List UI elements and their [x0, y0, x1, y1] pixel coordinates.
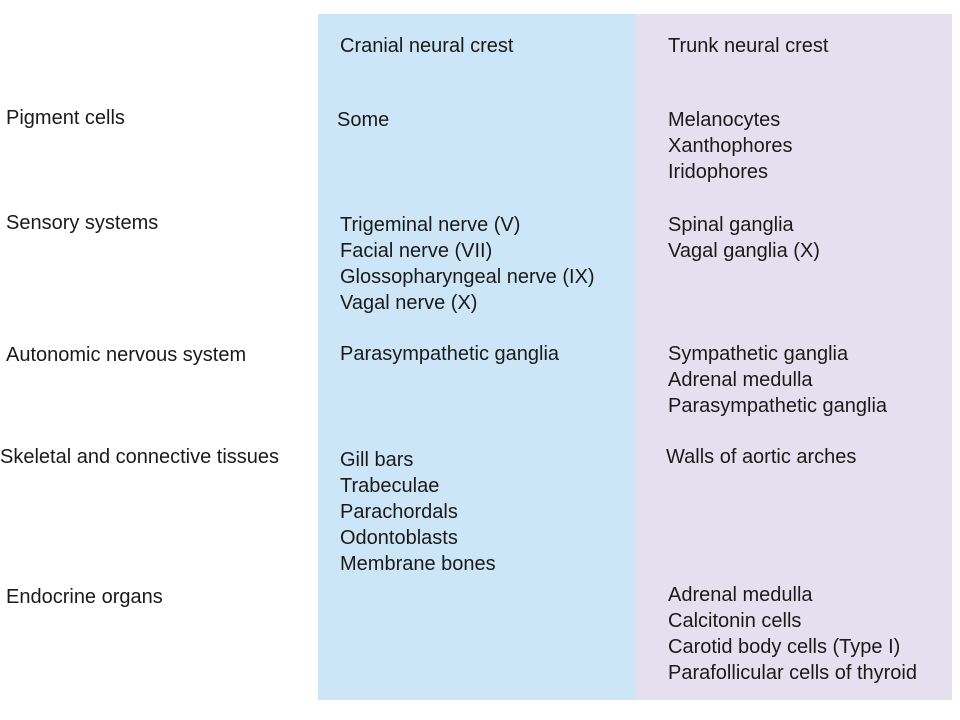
- cell-line: Gill bars: [340, 449, 414, 471]
- cranial-cell-sensory-systems: Trigeminal nerve (V) Facial nerve (VII) …: [340, 212, 595, 316]
- cell-line: Adrenal medulla: [668, 369, 813, 391]
- cell-line: Some: [337, 109, 390, 131]
- cell-line: Vagal ganglia (X): [668, 240, 820, 262]
- trunk-cell-autonomic-nervous-system: Sympathetic ganglia Adrenal medulla Para…: [668, 341, 887, 419]
- trunk-cell-endocrine-organs: Adrenal medulla Calcitonin cells Carotid…: [668, 582, 917, 686]
- cell-line: Trabeculae: [340, 475, 440, 497]
- cell-line: Membrane bones: [340, 553, 496, 575]
- row-label-skeletal-connective-tissues: Skeletal and connective tissues: [0, 446, 280, 468]
- cell-line: Walls of aortic arches: [666, 446, 857, 468]
- trunk-cell-pigment-cells: Melanocytes Xanthophores Iridophores: [668, 107, 793, 185]
- cell-line: Trigeminal nerve (V): [340, 214, 521, 236]
- cell-line: Spinal ganglia: [668, 214, 794, 236]
- row-label-pigment-cells: Pigment cells: [6, 107, 125, 129]
- cranial-cell-pigment-cells: Some: [337, 107, 389, 133]
- cell-line: Odontoblasts: [340, 527, 458, 549]
- cranial-header: Cranial neural crest: [340, 35, 514, 57]
- trunk-cell-sensory-systems: Spinal ganglia Vagal ganglia (X): [668, 212, 820, 264]
- row-label-autonomic-nervous-system: Autonomic nervous system: [6, 344, 247, 366]
- cell-line: Vagal nerve (X): [340, 292, 478, 314]
- cell-line: Glossopharyngeal nerve (IX): [340, 266, 595, 288]
- cranial-cell-autonomic-nervous-system: Parasympathetic ganglia: [340, 341, 559, 367]
- row-label-sensory-systems: Sensory systems: [6, 212, 159, 234]
- cell-line: Parachordals: [340, 501, 458, 523]
- cranial-cell-skeletal-connective-tissues: Gill bars Trabeculae Parachordals Odonto…: [340, 447, 496, 577]
- cell-line: Parasympathetic ganglia: [668, 395, 888, 417]
- cell-line: Iridophores: [668, 161, 769, 183]
- trunk-header: Trunk neural crest: [668, 35, 829, 57]
- cell-line: Parasympathetic ganglia: [340, 343, 560, 365]
- cell-line: Facial nerve (VII): [340, 240, 493, 262]
- cell-line: Melanocytes: [668, 109, 781, 131]
- cell-line: Calcitonin cells: [668, 610, 802, 632]
- cranial-column-background: [318, 14, 636, 700]
- cell-line: Sympathetic ganglia: [668, 343, 849, 365]
- cell-line: Xanthophores: [668, 135, 793, 157]
- row-label-endocrine-organs: Endocrine organs: [6, 586, 163, 608]
- cell-line: Carotid body cells (Type I): [668, 636, 901, 658]
- trunk-cell-skeletal-connective-tissues: Walls of aortic arches: [666, 444, 856, 470]
- cell-line: Adrenal medulla: [668, 584, 813, 606]
- cell-line: Parafollicular cells of thyroid: [668, 662, 917, 684]
- trunk-column-background: [636, 14, 952, 700]
